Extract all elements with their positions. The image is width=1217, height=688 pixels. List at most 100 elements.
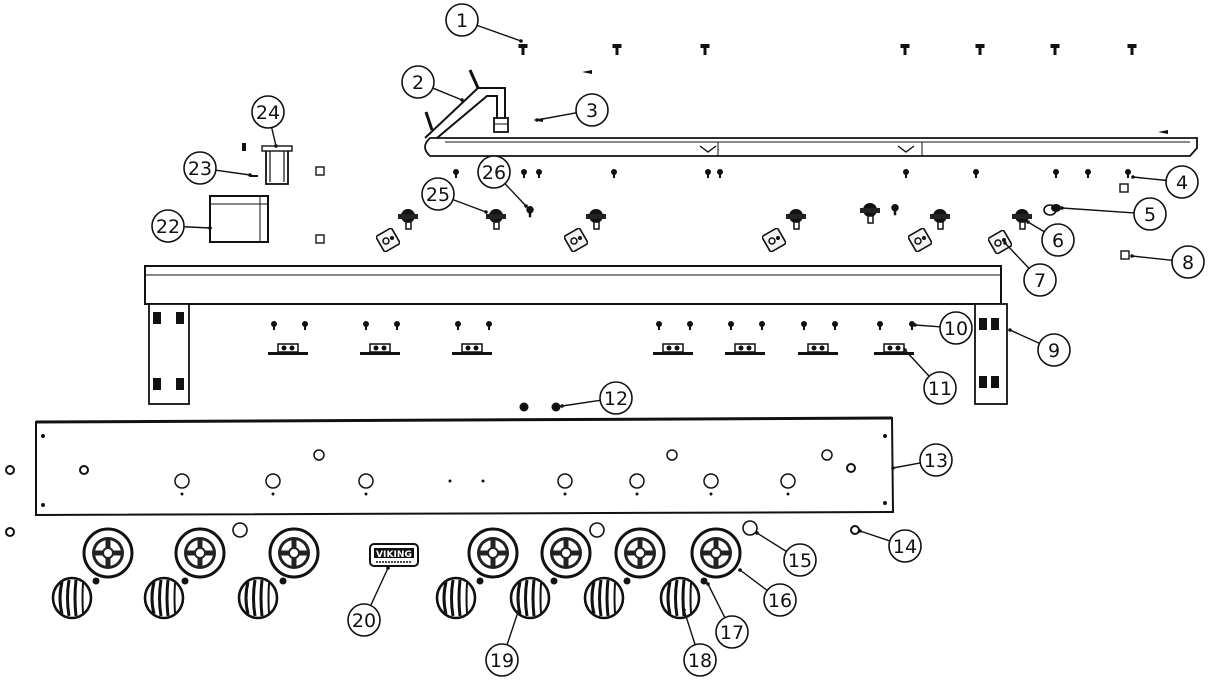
callout-circle xyxy=(919,443,953,477)
callout-number: 22 xyxy=(156,216,180,238)
callout-number: 15 xyxy=(788,550,812,572)
indicator-lens xyxy=(589,522,605,538)
gas-inlet-pipe xyxy=(424,69,509,139)
valve-brackets xyxy=(376,228,1012,254)
callout-leader-line xyxy=(1027,221,1045,233)
callout-circle xyxy=(485,643,519,677)
transformer xyxy=(261,145,293,185)
callout-number: 9 xyxy=(1048,340,1060,362)
callout-15: 15 xyxy=(755,531,817,577)
callout-circle xyxy=(1171,245,1205,279)
callout-leader-tip xyxy=(891,466,895,470)
callout-9: 9 xyxy=(1008,328,1071,367)
grommet-14 xyxy=(850,525,860,535)
callout-leader-line xyxy=(215,169,251,176)
callout-circle xyxy=(347,603,381,637)
callout-number: 11 xyxy=(928,378,952,400)
callout-leader-line xyxy=(1004,242,1030,269)
callout-leader-tip xyxy=(519,39,523,43)
callout-leader-tip xyxy=(903,348,907,352)
callout-circle xyxy=(1133,197,1167,231)
callout-circle xyxy=(683,643,717,677)
callout-number: 7 xyxy=(1034,270,1046,292)
callout-leader-line xyxy=(892,462,921,469)
callout-13: 13 xyxy=(891,443,953,477)
grommet xyxy=(5,465,15,475)
panel-frame xyxy=(144,265,1008,405)
hinge-screws xyxy=(271,321,915,330)
callout-leader-tip xyxy=(386,566,390,570)
callout-leader-tip xyxy=(535,118,539,122)
callout-number: 17 xyxy=(720,622,744,644)
callout-number: 8 xyxy=(1182,252,1194,274)
callout-number: 20 xyxy=(352,610,376,632)
callout-number: 13 xyxy=(924,450,948,472)
callout-leader-tip xyxy=(755,531,759,535)
pin-small xyxy=(582,70,592,74)
control-panel xyxy=(35,416,895,517)
igniter-switch xyxy=(1043,204,1061,216)
callout-leader-line xyxy=(1132,176,1167,182)
knob-dots xyxy=(92,577,708,585)
brand-badge: VIKING xyxy=(369,543,419,567)
spark-module xyxy=(209,195,269,243)
callout-20: 20 xyxy=(347,566,390,637)
callout-circle xyxy=(1037,333,1071,367)
callout-leader-tip xyxy=(858,529,862,533)
callout-circle xyxy=(251,95,285,129)
manifold-rail xyxy=(424,137,1198,157)
callout-17: 17 xyxy=(706,582,749,649)
callout-23: 23 xyxy=(183,151,252,185)
callout-number: 26 xyxy=(482,162,506,184)
callout-18: 18 xyxy=(682,608,717,677)
callout-leader-tip xyxy=(1026,220,1030,224)
callout-26: 26 xyxy=(477,155,528,208)
clip-square-8 xyxy=(1120,250,1130,260)
callout-leader-tip xyxy=(738,568,742,572)
callout-leader-tip xyxy=(460,98,464,102)
callout-leader-line xyxy=(452,198,487,213)
callout-number: 5 xyxy=(1144,204,1156,226)
callout-circle xyxy=(151,209,185,243)
callout-leader-tip xyxy=(208,226,212,230)
callout-number: 3 xyxy=(586,100,598,122)
callout-number: 10 xyxy=(944,318,968,340)
callout-circle xyxy=(1023,263,1057,297)
callout-11: 11 xyxy=(903,348,957,405)
callout-leader-line xyxy=(859,530,891,542)
callout-5: 5 xyxy=(1060,197,1167,231)
callout-4: 4 xyxy=(1131,165,1199,199)
callout-leader-tip xyxy=(248,173,252,177)
callout-number: 24 xyxy=(256,102,280,124)
callout-leader-line xyxy=(183,226,211,229)
callout-leader-tip xyxy=(913,323,917,327)
callout-number: 6 xyxy=(1052,230,1064,252)
callout-leader-tip xyxy=(516,610,520,614)
callout-leader-line xyxy=(536,112,577,121)
callout-circle xyxy=(939,311,973,345)
pin-small xyxy=(1158,130,1168,134)
callout-number: 25 xyxy=(426,184,450,206)
callout-number: 19 xyxy=(490,650,514,672)
valve-hinges xyxy=(267,343,915,356)
callout-3: 3 xyxy=(535,93,609,127)
callout-number: 4 xyxy=(1176,172,1188,194)
callout-number: 12 xyxy=(604,388,628,410)
screws-top-row xyxy=(518,44,1137,55)
callout-leader-line xyxy=(914,324,941,328)
callout-leader-line xyxy=(561,399,601,407)
callout-leader-line xyxy=(270,127,277,147)
callout-leader-tip xyxy=(1131,175,1135,179)
callout-leader-tip xyxy=(560,404,564,408)
callout-number: 2 xyxy=(412,72,424,94)
callout-leader-line xyxy=(683,609,696,645)
callout-leader-line xyxy=(506,611,519,646)
callout-16: 16 xyxy=(738,568,797,617)
callout-2: 2 xyxy=(401,65,464,102)
callout-circle xyxy=(1165,165,1199,199)
callout-circle xyxy=(575,93,609,127)
callout-group: 1234567891011121314151617181920222324252… xyxy=(151,3,1205,677)
callout-leader-line xyxy=(1009,329,1040,345)
callout-24: 24 xyxy=(251,95,285,148)
burner-valves xyxy=(397,202,1033,230)
